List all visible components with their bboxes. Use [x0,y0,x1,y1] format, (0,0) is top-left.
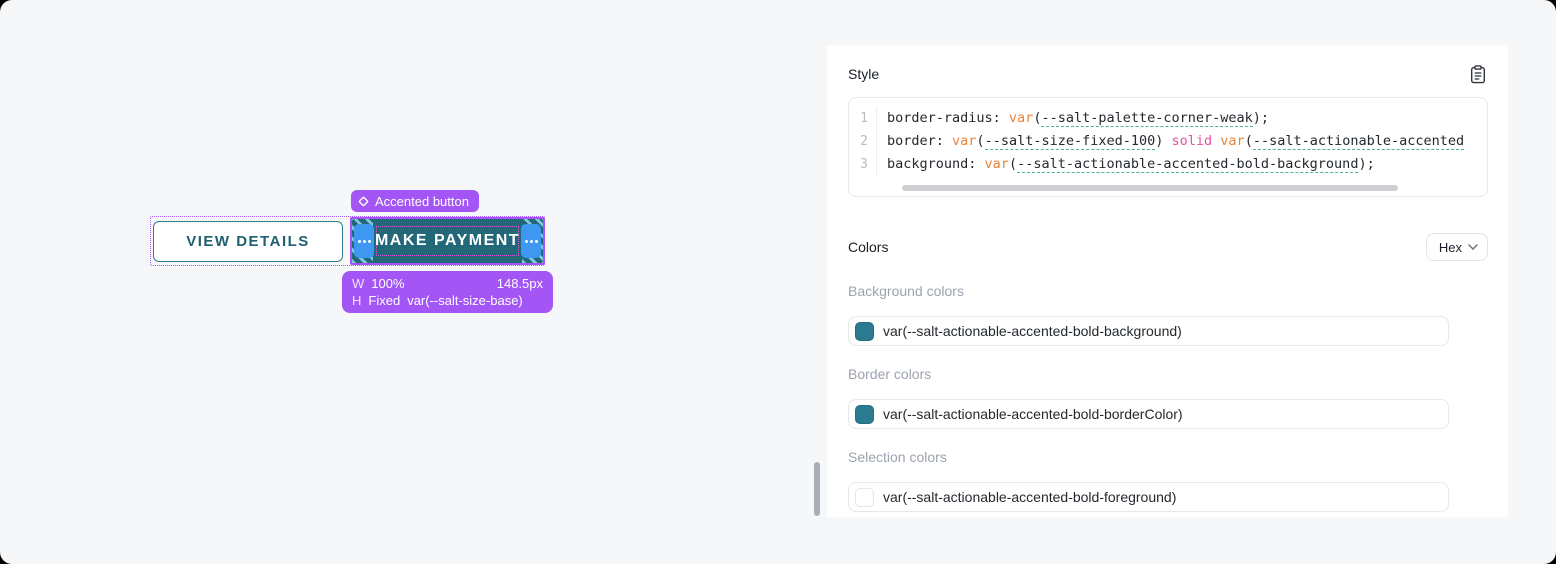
border-colors-section: Border colors var(--salt-actionable-acce… [848,366,1488,429]
background-colors-section: Background colors var(--salt-actionable-… [848,283,1488,346]
selection-color-row[interactable]: var(--salt-actionable-accented-bold-fore… [848,482,1449,512]
width-key: W [352,276,365,291]
color-swatch [855,487,874,507]
component-diamond-icon [358,196,369,206]
selection-colors-section: Selection colors var(--salt-actionable-a… [848,449,1488,512]
color-swatch [855,404,874,424]
code-horizontal-scrollbar[interactable] [902,185,1398,191]
size-measurement-tooltip: W 100% 148.5px H Fixed var(--salt-size-b… [342,271,553,313]
height-key: H [352,293,362,308]
component-label-text: Accented button [375,193,469,209]
color-token-value: var(--salt-actionable-accented-bold-bord… [883,406,1183,422]
make-payment-selection: MAKE PAYMENT [350,217,545,265]
view-details-label: VIEW DETAILS [186,233,310,250]
css-variable-token[interactable]: --salt-size-fixed-100 [984,133,1156,150]
width-pixels: 148.5px [496,276,543,291]
code-line-1: 1 border-radius: var(--salt-palette-corn… [849,107,1487,130]
line-number: 1 [849,107,877,130]
color-format-select[interactable]: Hex [1425,233,1488,261]
background-color-row[interactable]: var(--salt-actionable-accented-bold-back… [848,316,1449,346]
height-measurement: H Fixed var(--salt-size-base) [352,292,543,309]
width-measurement: W 100% 148.5px [352,275,543,292]
background-colors-label: Background colors [848,283,964,299]
page-vertical-scrollbar[interactable] [814,462,820,516]
height-value: var(--salt-size-base) [407,293,523,308]
style-heading: Style [848,66,880,82]
color-token-value: var(--salt-actionable-accented-bold-fore… [883,489,1177,505]
border-color-row[interactable]: var(--salt-actionable-accented-bold-bord… [848,399,1449,429]
make-payment-label: MAKE PAYMENT [374,232,521,249]
view-details-button[interactable]: VIEW DETAILS [153,221,343,262]
make-payment-button[interactable]: MAKE PAYMENT [352,219,543,263]
line-number: 2 [849,130,877,153]
ellipsis-icon [524,239,528,243]
padding-handle-right[interactable] [521,224,541,258]
css-variable-token[interactable]: --salt-actionable-accented [1252,133,1465,150]
width-value: 100% [371,276,405,291]
color-swatch [855,321,874,341]
text-selection-outline: MAKE PAYMENT [374,226,521,256]
css-variable-token[interactable]: --salt-actionable-accented-bold-backgrou… [1017,156,1359,173]
code-line-3: 3 background: var(--salt-actionable-acce… [849,153,1487,176]
color-format-value: Hex [1438,239,1462,255]
padding-handle-left[interactable] [354,224,374,258]
chevron-down-icon [1468,244,1478,250]
selection-colors-label: Selection colors [848,449,947,465]
code-line-2: 2 border: var(--salt-size-fixed-100) sol… [849,130,1487,153]
inspector-panel: Style 1 border-radius: var(--salt-palett… [827,45,1508,517]
style-code-block[interactable]: 1 border-radius: var(--salt-palette-corn… [848,97,1488,197]
copy-code-button[interactable] [1468,64,1488,84]
component-label-badge[interactable]: Accented button [351,190,479,212]
height-mode: Fixed [368,293,401,308]
color-token-value: var(--salt-actionable-accented-bold-back… [883,323,1182,339]
border-colors-label: Border colors [848,366,932,382]
clipboard-icon [1471,64,1486,83]
line-number: 3 [849,153,877,176]
css-variable-token[interactable]: --salt-palette-corner-weak [1041,110,1253,127]
colors-heading: Colors [848,239,889,255]
ellipsis-icon [357,239,361,243]
